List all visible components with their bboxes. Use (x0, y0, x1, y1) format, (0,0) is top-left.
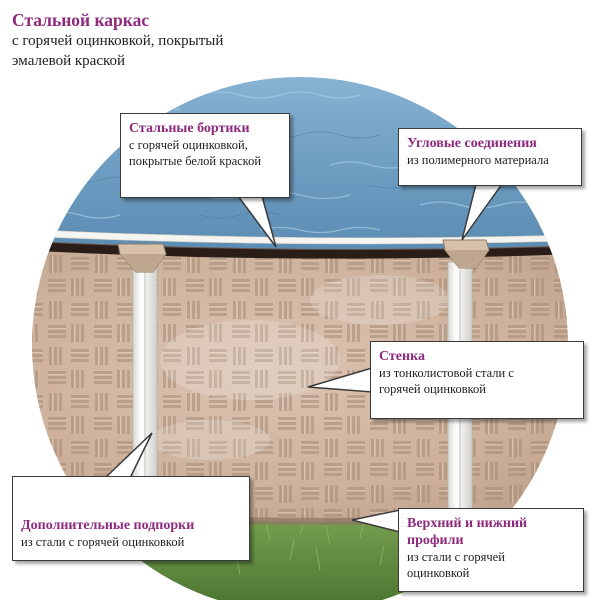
rails-callout-desc-line1: с горячей оцинковкой, (129, 138, 248, 152)
supports-callout: Дополнительные подпорки из стали с горяч… (12, 476, 250, 561)
wall-callout-desc-line2: горячей оцинковкой (379, 382, 487, 396)
wall-callout: Стенка из тонколистовой стали с горячей … (370, 341, 584, 419)
supports-callout-desc-line1: из стали с горячей оцинковкой (21, 535, 185, 549)
frame-heading-title: Стальной каркас (12, 10, 150, 30)
wall-stains (150, 275, 450, 460)
frame-heading-desc-line2: эмалевой краской (12, 53, 126, 69)
corner-joint-right-shadow (445, 250, 489, 268)
corners-callout-desc-line1: из полимерного материала (407, 153, 549, 167)
profiles-callout-desc-line2: оцинковкой (407, 566, 470, 580)
top-rail-highlight (32, 239, 568, 250)
corners-callout: Угловые соединения из полимерного матери… (398, 128, 582, 186)
rails-callout-desc-line2: покрытые белой краской (129, 154, 262, 168)
profiles-callout-desc-line1: из стали с горячей (407, 550, 505, 564)
rails-callout: Стальные бортики с горячей оцинковкой, п… (120, 113, 290, 198)
corner-joint-left-shadow (120, 254, 166, 272)
wall-callout-title: Стенка (379, 349, 425, 364)
corners-callout-title: Угловые соединения (407, 136, 537, 151)
supports-callout-title: Дополнительные подпорки (21, 518, 195, 533)
rails-callout-title: Стальные бортики (129, 121, 250, 136)
profiles-callout-title-line1: Верхний и нижний (407, 516, 528, 531)
profiles-callout: Верхний и нижний профили из стали с горя… (398, 508, 584, 592)
frame-heading: Стальной каркас с горячей оцинковкой, по… (12, 10, 342, 71)
wall-callout-desc-line1: из тонколистовой стали с (379, 366, 514, 380)
profiles-callout-title-line2: профили (407, 533, 464, 548)
frame-heading-desc-line1: с горячей оцинковкой, покрытый (12, 33, 224, 49)
